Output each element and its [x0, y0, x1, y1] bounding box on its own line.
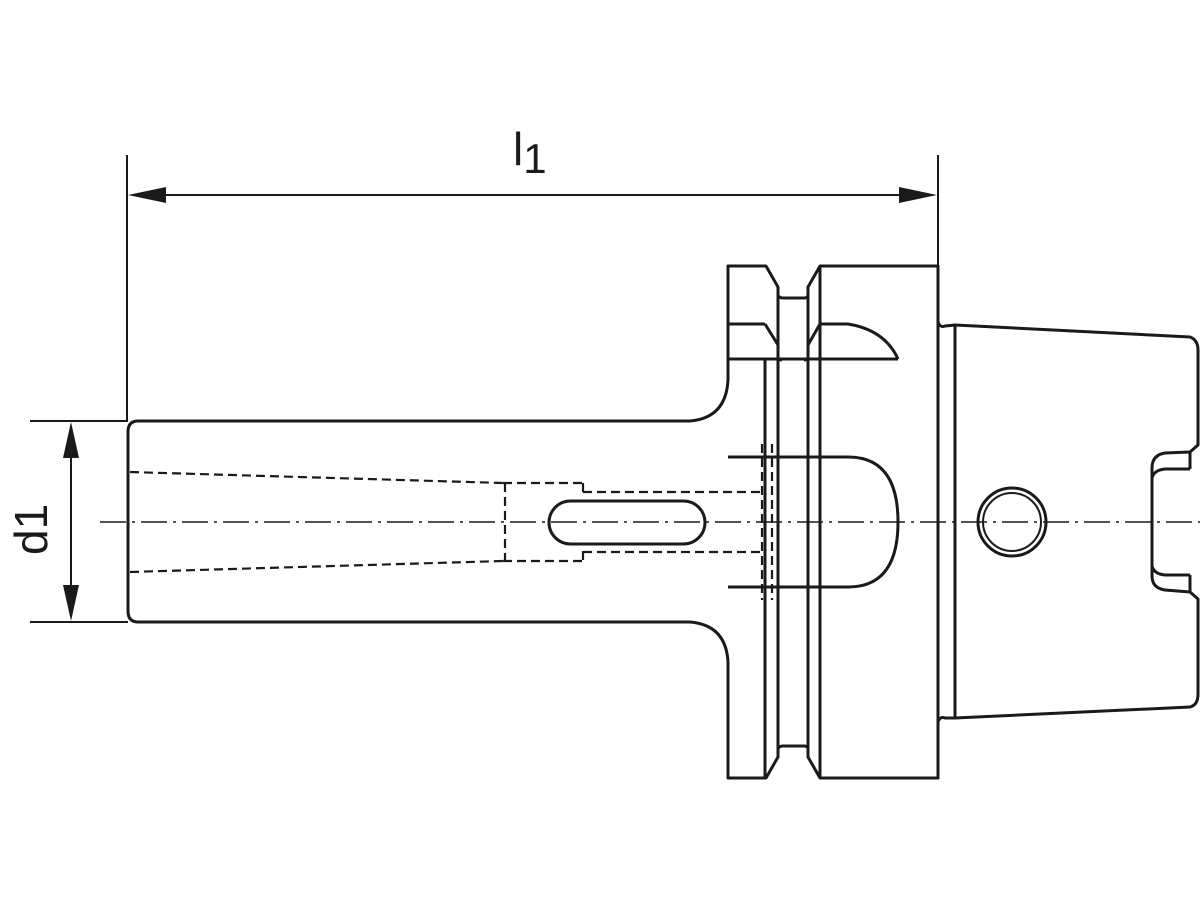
internal-taper-top-hidden: [129, 470, 504, 485]
dimension-d1: d1: [5, 420, 128, 623]
internal-taper-bottom-hidden: [129, 559, 504, 574]
taper-head: [936, 321, 1200, 723]
cross-hole-inner-icon: [982, 492, 1042, 552]
arrowhead-bottom-icon: [63, 585, 79, 621]
shank-end-face: [126, 419, 139, 624]
taper-head-outline: [936, 321, 1200, 723]
key-slot-bevel-right: [803, 323, 822, 362]
shank-bottom-edge: [138, 620, 730, 663]
dimension-label-d1: d1: [5, 504, 57, 555]
dimension-l1: l1: [126, 123, 939, 420]
drive-notch-bottom-inner: [1150, 565, 1190, 577]
key-slot-arc: [820, 322, 900, 360]
cross-hole-outer-icon: [976, 486, 1048, 558]
arrowhead-left-icon: [128, 187, 166, 203]
arrowhead-top-icon: [63, 422, 79, 458]
arrowhead-right-icon: [899, 187, 937, 203]
dimension-subscript-1: 1: [523, 135, 546, 182]
flange-with-v-groove: [726, 264, 940, 780]
drive-slot: [547, 499, 707, 546]
dimension-label-l1: l1: [513, 123, 547, 182]
flange-outline: [726, 264, 940, 780]
bore-rounded-end: [728, 455, 900, 589]
cylindrical-shank: [126, 379, 762, 663]
dimension-letter-d: d: [5, 529, 57, 555]
shank-top-edge: [138, 379, 730, 423]
dimension-subscript-1: 1: [5, 504, 57, 530]
dimension-letter-l: l: [513, 123, 523, 175]
drive-notch-top-inner: [1150, 467, 1190, 479]
